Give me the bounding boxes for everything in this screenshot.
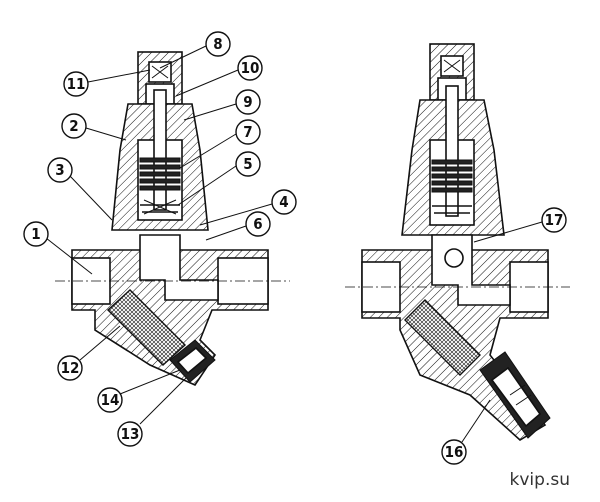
callout-14: 14 <box>101 391 120 409</box>
callout-11: 11 <box>67 75 86 93</box>
callout-7: 7 <box>243 123 252 141</box>
callout-10: 10 <box>241 59 260 77</box>
watermark: kvip.su <box>509 470 570 490</box>
left-spring-stack <box>139 157 181 191</box>
callout-4: 4 <box>279 193 288 211</box>
callout-16: 16 <box>445 443 464 461</box>
callout-12: 12 <box>61 359 80 377</box>
right-valve <box>345 43 570 441</box>
callouts-right: 17 16 <box>441 207 567 465</box>
callout-1: 1 <box>31 225 40 243</box>
right-strainer-screen <box>404 299 481 376</box>
callout-13: 13 <box>121 425 140 443</box>
left-valve <box>55 51 290 387</box>
callout-3: 3 <box>55 161 64 179</box>
callout-17: 17 <box>545 211 564 229</box>
right-spring-stack <box>431 159 473 193</box>
callout-9: 9 <box>243 93 252 111</box>
callout-2: 2 <box>69 117 78 135</box>
callout-8: 8 <box>213 35 222 53</box>
callouts-left: 8 11 10 9 2 7 3 5 4 6 <box>23 31 297 447</box>
callout-5: 5 <box>243 155 252 173</box>
callout-6: 6 <box>253 215 262 233</box>
left-strainer-screen <box>106 289 187 366</box>
